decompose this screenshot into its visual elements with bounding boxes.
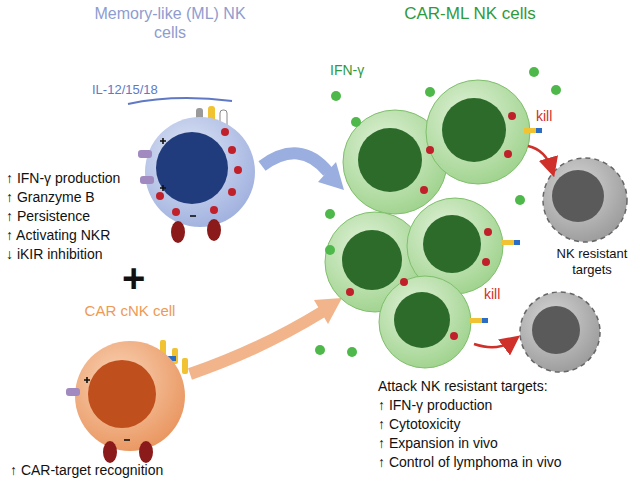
text-label: ↑ IFN-γ production [6,170,120,187]
text-label: ↑ Expansion in vivo [378,435,498,452]
text-label: CAR-ML NK cells [360,4,580,24]
text-label: ↓ iKIR inhibition [6,246,103,263]
kill-arrow [474,340,514,347]
text-label: ↑ Persistence [6,208,90,225]
kill-arrow [528,146,552,170]
text-label: IL-12/15/18 [92,82,158,98]
granules [346,112,516,340]
ml-nk-cell [145,117,255,227]
text-label: ↑ Cytotoxicity [378,416,460,433]
text-label: kill [536,108,552,125]
text-label: ↑ CAR-target recognition [10,462,163,479]
merge-arrow [190,312,322,374]
text-label: Attack NK resistant targets: [378,378,548,395]
text-label: NK resistant targets [548,246,636,277]
signal-marks [160,138,196,216]
cytokine-bracket [128,98,232,104]
target-cell [543,158,627,242]
text-label: + [122,258,145,298]
merge-arrowhead [314,298,342,324]
ifn-gamma-dots [315,67,561,357]
merge-arrowhead [318,162,344,190]
nk-receptors [66,388,153,463]
text-label: Memory-like (ML) NK cells [80,4,260,42]
car-receptors [470,128,542,323]
target-cell [520,292,600,372]
text-label: CAR cNK cell [60,302,200,320]
merge-arrow [262,153,328,172]
signal-marks [84,377,130,440]
granules [156,128,242,216]
cell-nucleus [156,132,228,204]
cell-nucleus [552,170,604,222]
car-cnk-cell [75,341,185,451]
nk-receptors [138,150,221,243]
car-ml-cluster [325,80,530,368]
text-label: ↑ Granzyme B [6,189,95,206]
text-label: kill [484,286,500,303]
text-label: IFN-γ [330,62,364,79]
text-label: ↑ Control of lymphoma in vivo [378,454,562,471]
cell-nucleus [532,306,580,354]
cell-nucleus [88,360,156,428]
text-label: ↑ IFN-γ production [378,397,492,414]
text-label: ↑ Activating NKR [6,227,110,244]
